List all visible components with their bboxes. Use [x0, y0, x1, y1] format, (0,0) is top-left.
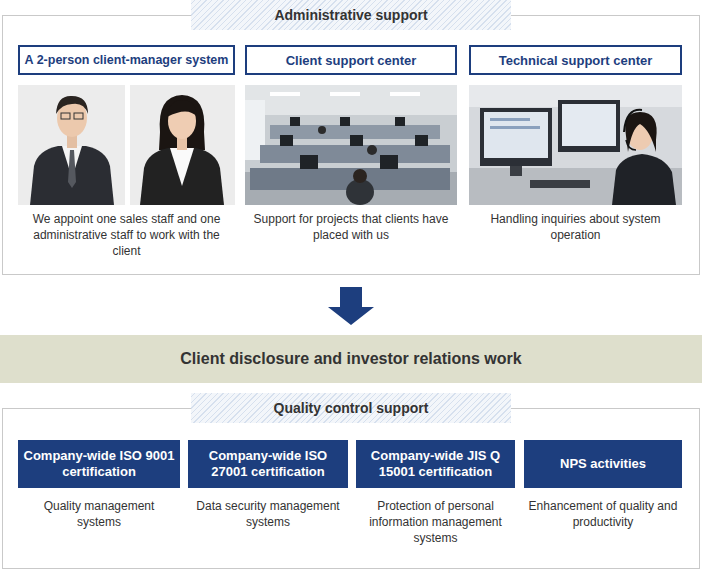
- section-heading: Quality control support: [191, 393, 511, 423]
- photo-technical-support-center: [469, 85, 682, 205]
- photo-sales-staff: [18, 85, 125, 205]
- certification-text: Company-wide JIS Q 15001 certification: [360, 448, 511, 481]
- caption: Handling inquiries about system operatio…: [469, 211, 682, 243]
- photo-admin-staff: [130, 85, 235, 205]
- caption: Data security management systems: [188, 498, 348, 530]
- photo-client-support-office: [245, 85, 457, 205]
- certification-text: Company-wide ISO 27001 certification: [192, 448, 344, 481]
- band-text: Client disclosure and investor relations…: [180, 350, 521, 368]
- heading-box: A 2-person client-manager system: [18, 45, 235, 75]
- heading-text: Client support center: [286, 53, 417, 68]
- caption: Quality management systems: [18, 498, 180, 530]
- certification-box: NPS activities: [524, 440, 682, 488]
- caption: Support for projects that clients have p…: [245, 211, 457, 243]
- heading-text: A 2-person client-manager system: [25, 53, 229, 67]
- certification-box: Company-wide ISO 27001 certification: [188, 440, 348, 488]
- caption: Protection of personal information manag…: [356, 498, 515, 546]
- heading-box: Technical support center: [469, 45, 682, 75]
- certification-text: Company-wide ISO 9001 certification: [22, 448, 176, 481]
- heading-text: Technical support center: [499, 53, 653, 68]
- certification-box: Company-wide JIS Q 15001 certification: [356, 440, 515, 488]
- section-heading: Administrative support: [191, 0, 511, 30]
- caption: Enhancement of quality and productivity: [524, 498, 682, 530]
- certification-box: Company-wide ISO 9001 certification: [18, 440, 180, 488]
- heading-box: Client support center: [245, 45, 457, 75]
- section-panel: Quality control supportCompany-wide ISO …: [2, 408, 700, 569]
- flow-band: Client disclosure and investor relations…: [0, 335, 702, 383]
- flow-arrow: [328, 287, 374, 325]
- certification-text: NPS activities: [560, 456, 646, 472]
- caption: We appoint one sales staff and one admin…: [18, 211, 235, 259]
